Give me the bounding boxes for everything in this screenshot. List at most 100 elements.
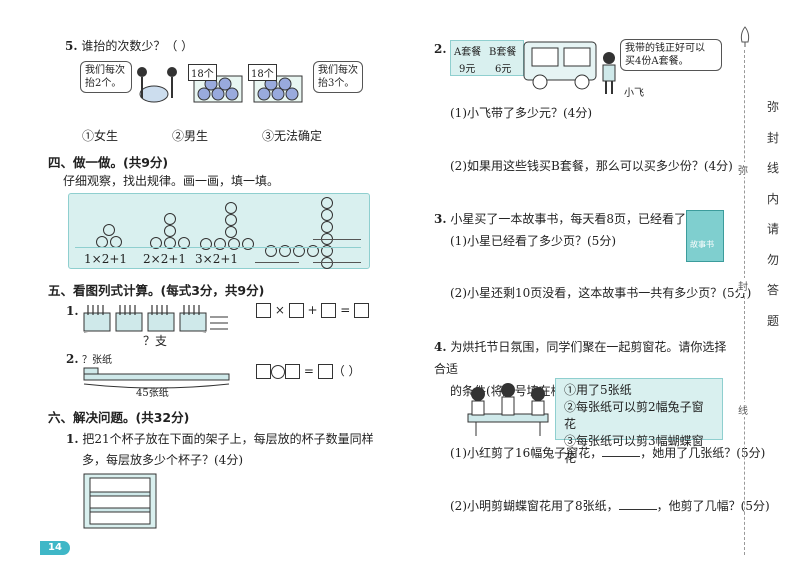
q5-question: 谁抬的次数少？（ ） [81,39,194,53]
menu-board: A套餐 B套餐 9元 6元 [450,40,524,76]
option-2[interactable]: ②男生 [171,129,208,143]
bubble-right-line2: 抬3个。 [318,78,355,89]
q4-sub2-part2: ，他剪了几幅？(5分) [656,499,770,513]
sec6-q1: 1. 把21个杯子放在下面的架子上，每层放的杯子数量同样 多，每层放多少个杯子？… [66,429,386,471]
sec6-q1-line2: 多，每层放多少个杯子？(4分) [82,453,243,467]
xiaofei-speech-bubble: 我带的钱正好可以 买4份A套餐。 [620,39,722,71]
formula-3: 3×2+1 [195,252,239,266]
boy-xiaofei-illustration [602,52,616,94]
pencil-boxes-illustration [83,305,228,333]
seal-char: 请 [766,222,779,236]
plus-sign: + [307,303,318,317]
seal-small-1: 弥 [738,162,748,177]
q4-sub2-part1: (2)小明剪蝴蝶窗花用了8张纸， [450,499,619,513]
q5-number: 5. [65,39,78,53]
pattern-panel: 1×2+1 2×2+1 3×2+1 [68,193,370,269]
shelf-illustration [83,473,157,529]
option-3[interactable]: ③无法确定 [261,129,322,143]
formula-blank-2[interactable] [313,262,361,263]
condition-2: ②每张纸可以剪2幅兔子窗花 [564,400,704,431]
q4-sub1-blank[interactable] [602,456,641,457]
q2-sub2: (2)如果用这些钱买B套餐，那么可以买多少份？(4分) [450,159,733,173]
storybook-title: 故事书 [690,240,714,249]
answer-box[interactable] [256,364,271,379]
answer-box[interactable] [317,364,333,379]
equals-sign: = [340,303,351,317]
carry-pumpkins-illustration [137,67,303,103]
speech-line2: 买4份A套餐。 [625,56,689,67]
q3-text: 小星买了一本故事书，每天看8页，已经看了9天。 [450,212,718,226]
storybook-illustration: 故事书 [686,210,724,262]
condition-3: ③每张纸可以剪3幅蝴蝶窗花 [564,434,704,465]
paper-bar-diagram [83,367,230,389]
sec5-q1-caption: ？支 [143,334,168,348]
condition-1: ①用了5张纸 [564,383,632,397]
answer-box[interactable] [321,303,337,318]
q3-sub2: (2)小星还剩10页没看，这本故事书一共有多少页？(5分) [450,286,752,300]
bubble-left-line2: 抬2个。 [85,78,122,89]
seal-dashed-line [744,50,745,555]
seal-char: 勿 [766,252,779,267]
seal-char: 题 [766,313,779,328]
answer-box[interactable] [256,303,271,318]
bubble-right-line1: 我们每次 [318,65,358,76]
section-4-instruction: 仔细观察，找出规律。画一画，填一填。 [63,174,280,188]
rocket-icon [740,26,750,47]
formula-1: 1×2+1 [84,252,128,266]
bubble-girls: 我们每次 抬2个。 [80,61,132,93]
seal-char: 内 [766,191,779,206]
seal-char: 封 [766,130,779,145]
q4-number: 4. [434,340,447,354]
formula-2: 2×2+1 [143,252,187,266]
seal-small-2: 封 [738,278,748,293]
section-5-title: 五、看图列式计算。(每式3分，共9分) [48,283,265,298]
conditions-panel: ①用了5张纸 ②每张纸可以剪2幅兔子窗花 ③每张纸可以剪3幅蝴蝶窗花 [555,378,723,465]
q5-options: ①女生 ②男生 ③无法确定 [82,127,322,144]
pattern-group-2 [147,213,193,249]
pattern-group-1 [91,224,127,248]
section-4-title: 四、做一做。(共9分) [48,155,169,170]
pattern-group-4 [254,197,334,269]
xiaofei-name: 小飞 [624,88,644,99]
q4-sub1: (1)小红剪了16幅兔子窗花，，她用了几张纸？(5分) [450,444,765,461]
page-number-badge: 14 [40,541,70,555]
equals-sign: = [303,364,314,378]
q4-sub1-part2: ，她用了几张纸？(5分) [640,446,766,460]
unit-parentheses: （ ） [332,364,361,378]
menu-a-label: A套餐 [454,47,482,58]
tag-18-left: 18个 [188,64,217,81]
sec6-q1-number: 1. [66,432,79,446]
q4-sub2: (2)小明剪蝴蝶窗花用了8张纸， ，他剪了几幅？(5分) [450,497,770,514]
pattern-blank-line[interactable] [313,239,361,240]
times-sign: × [274,303,285,317]
option-1[interactable]: ①女生 [82,129,119,143]
formula-blank-1[interactable] [255,262,299,263]
q3-line: 3. 小星买了一本故事书，每天看8页，已经看了9天。 [434,210,718,227]
food-truck-illustration [523,41,597,90]
bubble-boys: 我们每次 抬3个。 [313,61,363,93]
q2-number: 2. [434,42,447,56]
sec5-q2-number: 2. [66,352,79,366]
seal-char: 弥 [766,100,779,114]
bubble-left-line1: 我们每次 [85,65,125,76]
menu-b-price: 6元 [495,64,512,75]
q5-illustration: 我们每次 抬2个。 18个 18个 我们每次 抬3个。 [80,58,363,108]
answer-box[interactable] [354,303,370,318]
answer-box[interactable] [285,364,300,379]
q2-sub1: (1)小飞带了多少元？(4分) [450,106,592,120]
sec5-q2-bottom-label: 45张纸 [136,388,169,399]
seal-char: 线 [766,161,779,175]
menu-a-price: 9元 [459,64,476,75]
sec5-q1-equation: × + = [256,303,370,318]
sec6-q1-line1: 把21个杯子放在下面的架子上，每层放的杯子数量同样 [82,432,374,446]
seal-char: 答 [766,283,779,297]
seal-warning-text: 弥 封 线 内 请 勿 答 题 [765,92,781,336]
sec5-q1-number: 1. [66,304,79,318]
speech-line1: 我带的钱正好可以 [625,43,705,54]
students-cutting-illustration [467,383,549,436]
q4-sub2-blank[interactable] [618,509,657,510]
pattern-group-3 [197,202,255,250]
q4-line1: 为烘托节日氛围，同学们聚在一起剪窗花。请你选择合适 [434,340,727,376]
answer-box[interactable] [288,303,304,318]
operator-circle[interactable] [271,364,285,379]
